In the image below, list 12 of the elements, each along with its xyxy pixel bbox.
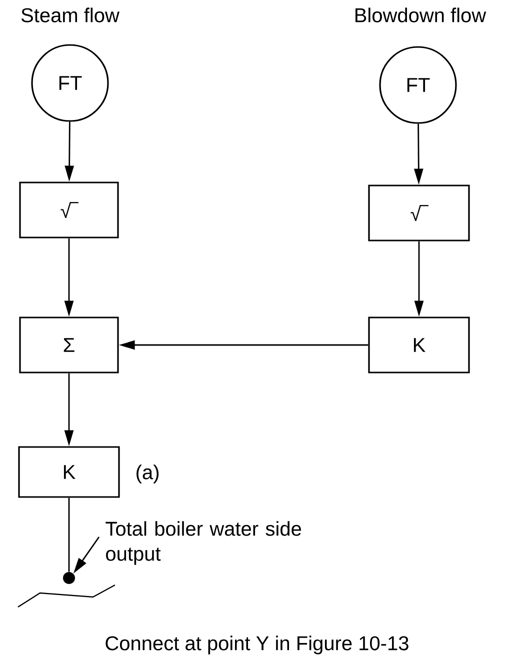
function-block: Σ	[19, 316, 119, 374]
callout-text: Total boiler water side output	[106, 521, 302, 565]
connection-point	[63, 572, 75, 584]
note-text: Connect at point Y in Figure 10-13	[106, 636, 408, 654]
function-block: √‾	[368, 184, 470, 242]
input-label: Blowdown flow	[356, 8, 486, 22]
function-block: K	[368, 316, 470, 374]
connector-line	[68, 498, 70, 572]
input-label: Steam flow	[21, 8, 120, 22]
side-label: (a)	[136, 464, 159, 484]
function-block: √‾	[19, 182, 119, 238]
function-block: K	[18, 446, 120, 498]
